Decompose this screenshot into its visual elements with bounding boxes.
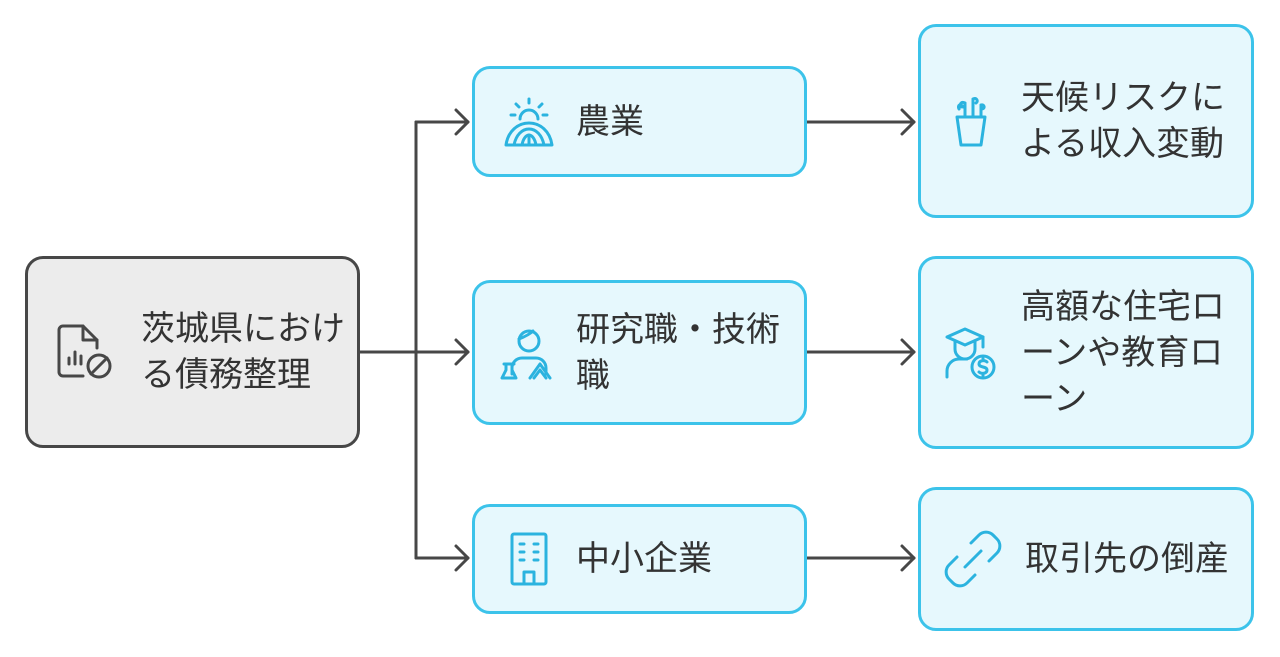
root-label: 茨城県における債務整理: [141, 309, 345, 395]
category-node-sme: 中小企業: [472, 504, 807, 614]
category-node-research: 研究職・技術職: [472, 280, 807, 425]
office-building-icon: [510, 532, 548, 586]
broken-link-icon: [944, 530, 1002, 588]
result-label: 高額な住宅ローンや教育ローン: [1021, 286, 1225, 419]
result-label: 天候リスクによる収入変動: [1021, 78, 1225, 164]
result-node-bankruptcy: 取引先の倒産: [918, 487, 1254, 631]
category-label: 中小企業: [576, 539, 712, 579]
result-node-loans: 高額な住宅ローンや教育ローン: [918, 256, 1254, 449]
scientist-icon: [500, 329, 552, 379]
cup-plants-icon: [955, 97, 987, 147]
root-node: 茨城県における債務整理: [25, 256, 360, 448]
graduate-money-icon: [945, 327, 996, 379]
arrowhead-cat-3: [454, 544, 470, 572]
document-no-chart-icon: [57, 324, 112, 379]
arrowhead-result-2: [900, 338, 916, 366]
arrowhead-result-1: [900, 108, 916, 136]
farm-sunrise-icon: [504, 97, 554, 146]
category-label: 農業: [576, 101, 644, 142]
result-label: 取引先の倒産: [1025, 539, 1229, 579]
category-label: 研究職・技術職: [576, 309, 780, 396]
category-node-agriculture: 農業: [472, 66, 807, 177]
result-node-weather-risk: 天候リスクによる収入変動: [918, 24, 1254, 218]
arrowhead-cat-1: [454, 108, 470, 136]
arrowhead-cat-2: [454, 338, 470, 366]
arrowhead-result-3: [900, 544, 916, 572]
